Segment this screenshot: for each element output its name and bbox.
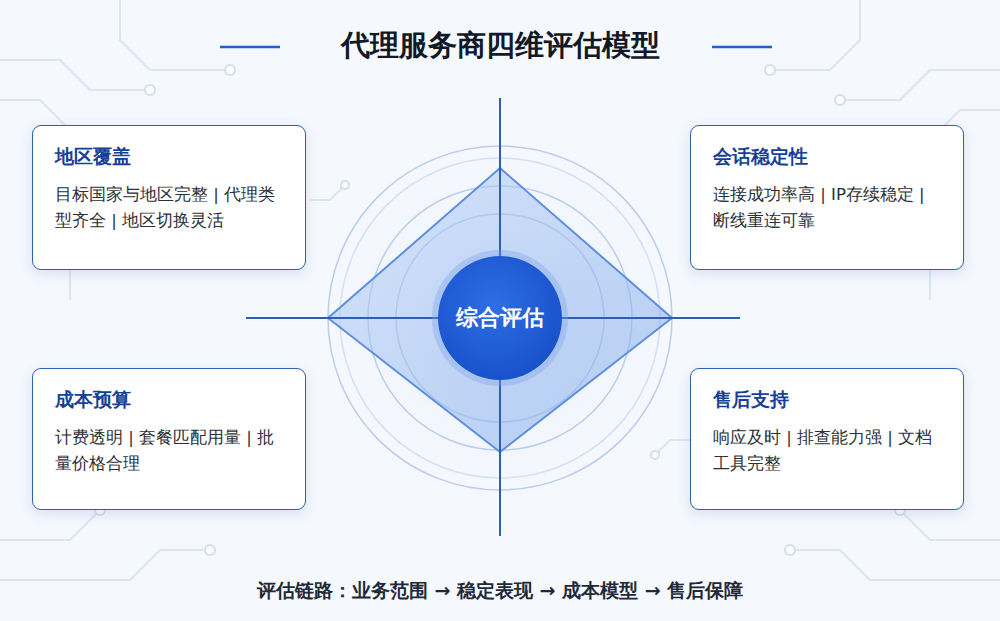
criterion-box: 售后支持响应及时 | 排查能力强 | 文档工具完整: [690, 368, 964, 510]
diagram-title: 代理服务商四维评估模型: [0, 26, 1000, 66]
node-heading: 综合评估: [456, 303, 544, 333]
node-body: 连接成功率高 | IP存续稳定 | 断线重连可靠: [713, 182, 941, 235]
center-circle: 综合评估: [438, 256, 562, 380]
diagram-caption: 评估链路：业务范围 → 稳定表现 → 成本模型 → 售后保障: [0, 578, 1000, 604]
criterion-box: 成本预算计费透明 | 套餐匹配用量 | 批量价格合理: [32, 368, 306, 510]
axis-lines: [246, 98, 740, 536]
node-heading: 售后支持: [713, 387, 941, 413]
node-body: 响应及时 | 排查能力强 | 文档工具完整: [713, 425, 941, 478]
circuit-lines: [0, 0, 1000, 580]
node-body: 计费透明 | 套餐匹配用量 | 批量价格合理: [55, 425, 283, 478]
criterion-box: 会话稳定性连接成功率高 | IP存续稳定 | 断线重连可靠: [690, 125, 964, 270]
criterion-box: 地区覆盖目标国家与地区完整 | 代理类型齐全 | 地区切换灵活: [32, 125, 306, 270]
node-heading: 地区覆盖: [55, 144, 283, 170]
node-heading: 成本预算: [55, 387, 283, 413]
node-body: 目标国家与地区完整 | 代理类型齐全 | 地区切换灵活: [55, 182, 283, 235]
node-heading: 会话稳定性: [713, 144, 941, 170]
